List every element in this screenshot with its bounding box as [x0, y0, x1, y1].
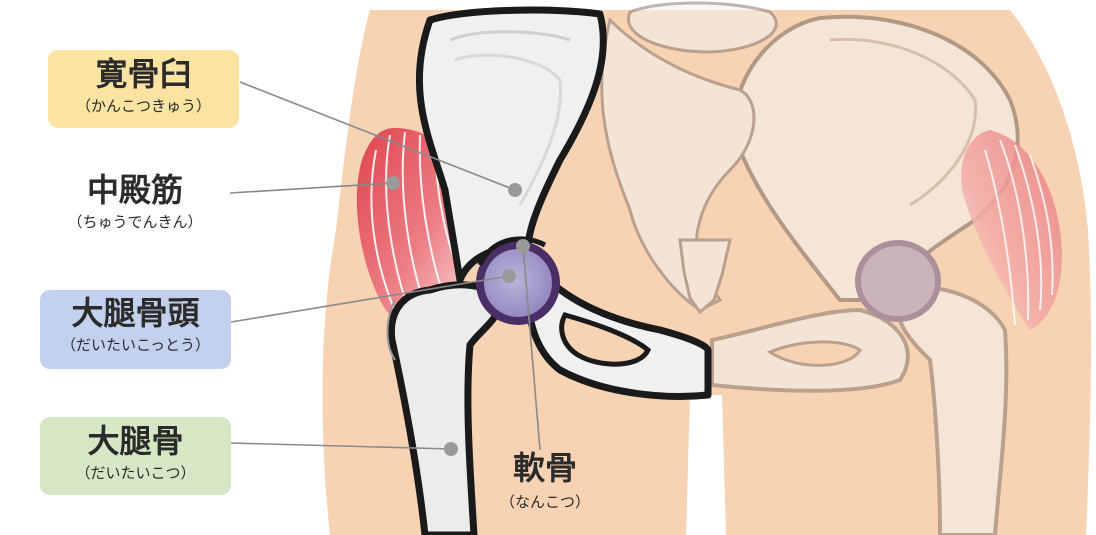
label-cartilage-reading: （なんこつ）	[480, 495, 610, 510]
marker-femur	[444, 442, 458, 456]
label-cartilage: 軟骨 （なんこつ）	[480, 452, 610, 530]
marker-cartilage	[516, 239, 530, 253]
label-gluteus-name: 中殿筋	[40, 174, 230, 206]
label-acetabulum-name: 寛骨臼	[48, 58, 239, 90]
label-femhead-name: 大腿骨頭	[40, 297, 231, 329]
marker-acetabulum	[508, 183, 522, 197]
label-acetabulum: 寛骨臼 （かんこつきゅう）	[48, 50, 239, 128]
left-femoral-head	[480, 245, 556, 321]
marker-femhead	[502, 269, 516, 283]
label-femur-reading: （だいたいこつ）	[40, 466, 231, 481]
label-femhead-reading: （だいたいこっとう）	[40, 338, 231, 353]
label-acetabulum-reading: （かんこつきゅう）	[48, 99, 239, 114]
thigh-gap	[686, 395, 726, 535]
label-femoral-head: 大腿骨頭 （だいたいこっとう）	[40, 290, 231, 369]
right-femoral-head	[858, 243, 938, 319]
marker-gluteus	[386, 176, 400, 190]
label-gluteus-medius: 中殿筋 （ちゅうでんきん）	[40, 168, 230, 246]
label-femur: 大腿骨 （だいたいこつ）	[40, 417, 231, 495]
label-femur-name: 大腿骨	[40, 425, 231, 457]
label-cartilage-name: 軟骨	[480, 452, 610, 484]
label-gluteus-reading: （ちゅうでんきん）	[40, 215, 230, 230]
